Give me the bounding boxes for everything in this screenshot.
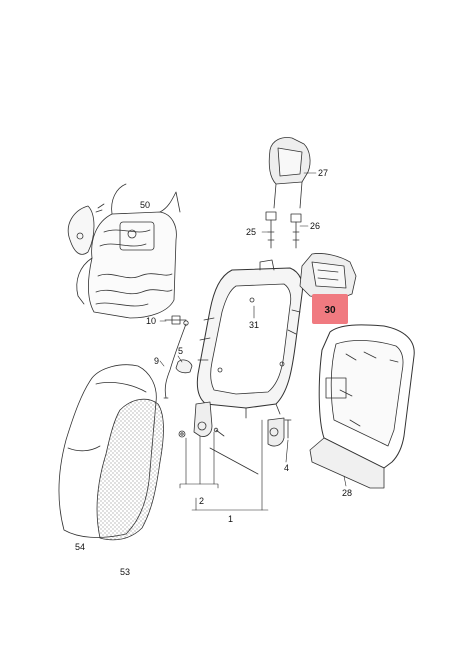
part-label-9: 9 (154, 356, 160, 366)
leader-lines (159, 172, 347, 511)
backrest-padding-part-53 (96, 398, 164, 541)
part-label-27: 27 (318, 168, 329, 178)
part-label-4: 4 (284, 463, 290, 473)
recliner-hinge-assembly (178, 401, 285, 475)
part-label-50: 50 (140, 200, 151, 210)
headrest-guide-part-25 (265, 211, 277, 249)
part-label-1: 1 (228, 514, 234, 524)
side-module-part-30 (299, 253, 357, 301)
highlighted-part-callout[interactable]: 30 (312, 294, 348, 324)
part-label-28: 28 (342, 488, 353, 498)
heating-mat-part-50 (67, 183, 181, 319)
part-label-30: 30 (324, 305, 336, 316)
part-label-31: 31 (249, 320, 260, 330)
screw-part-4 (284, 419, 292, 439)
part-label-2: 2 (199, 496, 205, 506)
headrest-guide-part-26 (290, 213, 302, 249)
part-label-54: 54 (75, 542, 86, 552)
wire-part-9 (163, 320, 189, 399)
part-label-25: 25 (246, 227, 257, 237)
part-label-10: 10 (146, 316, 157, 326)
part-label-53: 53 (120, 567, 131, 577)
backrest-frame-part-1 (196, 259, 303, 419)
part-label-26: 26 (310, 221, 321, 231)
headrest-part-27 (268, 137, 311, 209)
bolt-part-10 (164, 315, 187, 325)
part-label-5: 5 (178, 346, 184, 356)
rear-panel-part-28 (309, 324, 415, 489)
bracket-part-5 (175, 359, 193, 374)
